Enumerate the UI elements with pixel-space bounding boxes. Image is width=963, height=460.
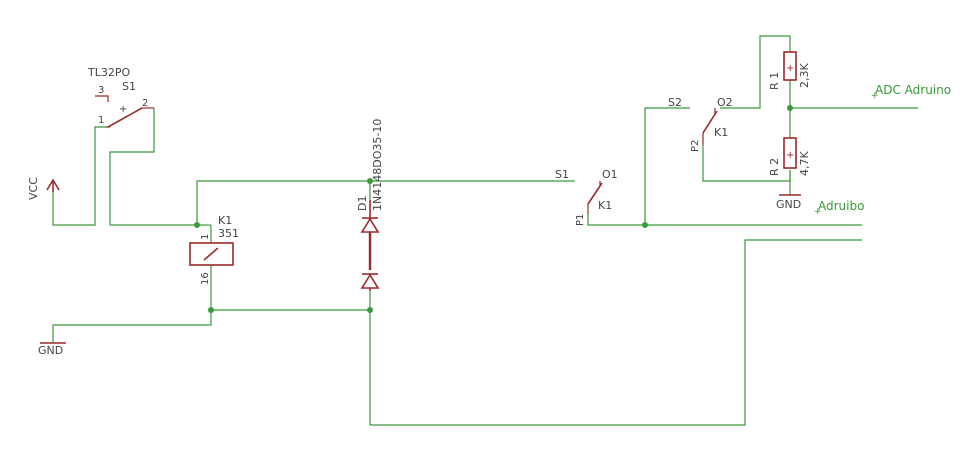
net-adc-plus-icon: + — [871, 91, 879, 101]
resistor-r1-body — [783, 51, 797, 81]
switch-part-label: TL32PO — [87, 66, 130, 79]
switch-plus-icon: + — [119, 104, 127, 115]
vcc-label: VCC — [27, 177, 40, 200]
wire-gnd-rail — [52, 309, 370, 343]
gnd-left-label: GND — [38, 344, 63, 357]
switch-pin1-label: 1 — [98, 115, 104, 126]
junction-adc — [787, 105, 793, 111]
net-adruibo-plus-icon: + — [814, 207, 822, 217]
resistor-r2-plus-icon: + — [786, 150, 794, 161]
contact1-k-label: K1 — [598, 199, 612, 212]
contact1-p-label: P1 — [575, 214, 586, 226]
resistor-r1-ref-label: R 1 — [768, 72, 781, 90]
junction-diode-bottom — [367, 307, 373, 313]
wire-r1-top — [720, 35, 791, 109]
diode-lower-triangle-icon — [360, 273, 380, 289]
relay-pin16-label: 16 — [200, 272, 211, 285]
wire-contact2-left — [644, 107, 690, 225]
relay-coil-box — [189, 242, 234, 266]
resistor-r1-plus-icon: + — [786, 63, 794, 74]
contact1-s-label: S1 — [555, 168, 569, 181]
resistor-r2-value-label: 4,7K — [798, 151, 811, 176]
gnd-right-label: GND — [776, 198, 801, 211]
diode-d1: D1 1N4148DO35-10 — [356, 119, 384, 291]
switch-s1: TL32PO S1 3 2 1 + — [87, 66, 154, 128]
relay-coil-slash-icon — [203, 247, 219, 261]
wire-switch-relay — [109, 108, 197, 226]
switch-pin3-line — [95, 95, 109, 102]
resistor-r2-ref-label: R 2 — [768, 158, 781, 176]
resistor-r1: + R 1 2,3K — [768, 51, 811, 90]
diode-value-label: 1N4148DO35-10 — [371, 119, 384, 211]
junction-relay — [194, 222, 200, 228]
net-adc-label: ADC Adruino — [875, 83, 951, 97]
contact2-s-label: S2 — [668, 96, 682, 109]
resistor-r2-body — [783, 137, 797, 169]
wire-vcc-switch — [52, 126, 105, 226]
contact2-p-label: P2 — [690, 140, 701, 152]
wire-bottom-return — [370, 239, 862, 426]
wire-contact1 — [587, 213, 862, 226]
contact2-o-label: O2 — [717, 96, 733, 109]
relay-ref-label: K1 — [218, 214, 232, 227]
contact1-o-label: O1 — [602, 168, 618, 181]
relay-coil-k1: K1 351 1 16 — [189, 214, 239, 285]
contact2-k-label: K1 — [714, 126, 728, 139]
net-labels: ADC Adruino + Adruibo + — [814, 83, 951, 217]
wires — [52, 35, 918, 426]
relay-contact-1: S1 O1 K1 P1 — [555, 168, 618, 226]
contact2-lever-icon — [702, 110, 718, 134]
vcc-symbol: VCC — [27, 177, 60, 200]
diode-upper-triangle-icon — [360, 217, 380, 233]
switch-pin3-label: 3 — [98, 85, 104, 96]
contact1-lever-icon — [587, 182, 603, 205]
junction-diode-top — [367, 178, 373, 184]
relay-pin1-label: 1 — [200, 234, 211, 240]
junction-gnd-rail — [208, 307, 214, 313]
wire-top-rail — [196, 180, 575, 225]
net-adruibo-label: Adruibo — [818, 199, 864, 213]
gnd-right-symbol: GND — [776, 194, 801, 211]
resistor-r2: + R 2 4,7K — [768, 137, 811, 176]
switch-ref-label: S1 — [122, 80, 136, 93]
gnd-left-symbol: GND — [38, 342, 66, 357]
resistor-r1-value-label: 2,3K — [798, 63, 811, 88]
junctions — [194, 105, 793, 313]
relay-value-label: 351 — [218, 227, 239, 240]
relay-contact-2: S2 O2 K1 P2 — [668, 96, 733, 152]
switch-lever-icon — [107, 107, 143, 128]
junction-contact — [642, 222, 648, 228]
switch-pin2-label: 2 — [142, 98, 148, 109]
diode-ref-label: D1 — [356, 196, 369, 211]
